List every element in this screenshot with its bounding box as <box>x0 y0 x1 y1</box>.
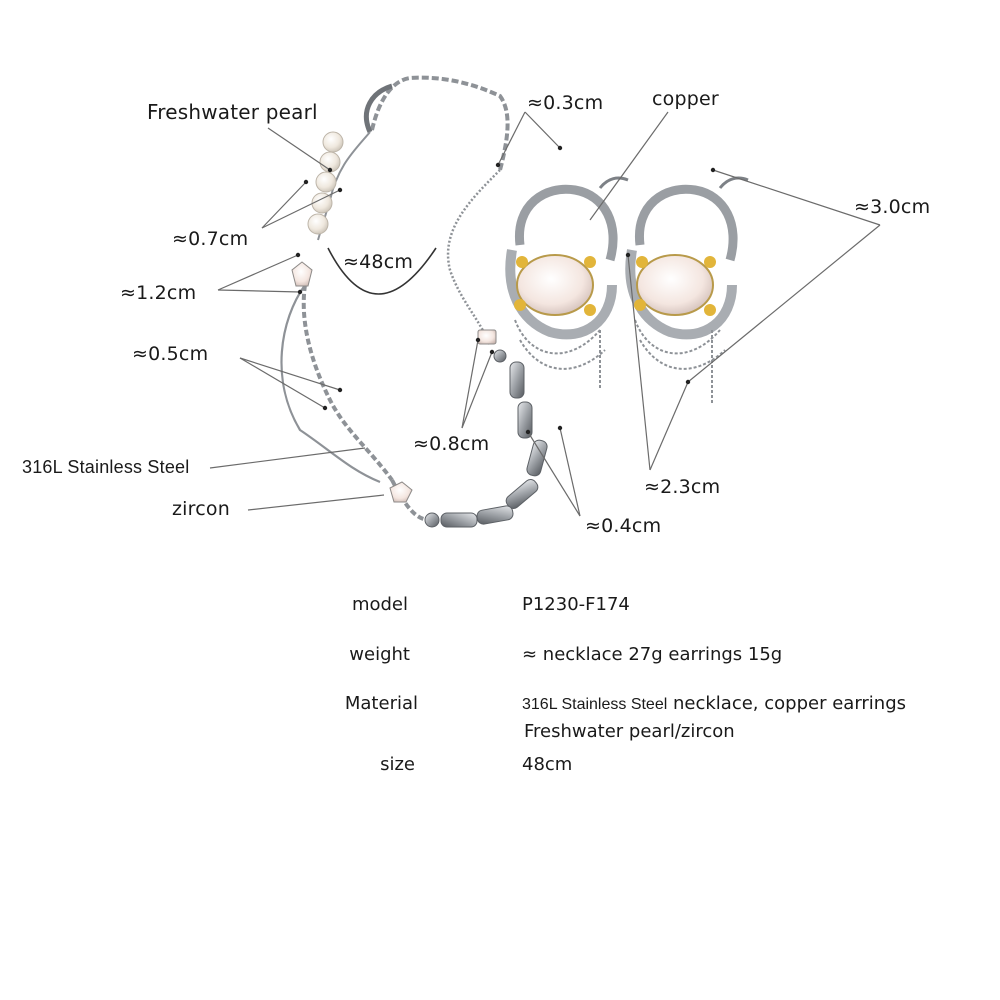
spec-model-value: P1230-F174 <box>522 594 630 615</box>
label-chain-size-top: ≈0.3cm <box>527 92 604 114</box>
spec-size-key: size <box>380 754 415 775</box>
label-earring-width: ≈2.3cm <box>644 476 721 498</box>
tube-chain <box>424 349 548 528</box>
spec-material-rest: necklace, copper earrings <box>667 693 907 714</box>
label-pearl-size: ≈0.7cm <box>172 228 249 250</box>
leader-lines <box>209 111 881 517</box>
spec-weight-value: ≈ necklace 27g earrings 15g <box>522 644 783 665</box>
jewelry-illustration <box>209 75 881 528</box>
spec-material-key: Material <box>344 693 418 714</box>
label-copper: copper <box>652 88 719 110</box>
spec-weight-key: weight <box>349 644 410 665</box>
label-steel: 316L Stainless Steel <box>22 457 190 477</box>
spec-size-value: 48cm <box>522 754 573 775</box>
zircons <box>291 261 497 503</box>
label-freshwater-pearl: Freshwater pearl <box>147 100 318 124</box>
label-earring-height: ≈3.0cm <box>854 196 931 218</box>
label-length: ≈48cm <box>343 251 414 273</box>
leader-dots <box>295 145 716 435</box>
earring-left <box>505 176 629 390</box>
label-zircon: zircon <box>172 498 230 520</box>
spec-material-value: 316L Stainless Steel necklace, copper ea… <box>522 693 906 714</box>
earring-right <box>625 176 749 405</box>
label-tube-size: ≈0.4cm <box>585 515 662 537</box>
label-zircon-size-top: ≈1.2cm <box>120 282 197 304</box>
spec-model-key: model <box>351 594 408 615</box>
spec-material-line2: Freshwater pearl/zircon <box>524 721 735 742</box>
length-arc <box>327 247 437 295</box>
label-zircon-size-mid: ≈0.8cm <box>413 433 490 455</box>
pearls <box>307 131 344 235</box>
label-chain-size-left: ≈0.5cm <box>132 343 209 365</box>
spec-material-steel: 316L Stainless Steel <box>522 696 668 713</box>
